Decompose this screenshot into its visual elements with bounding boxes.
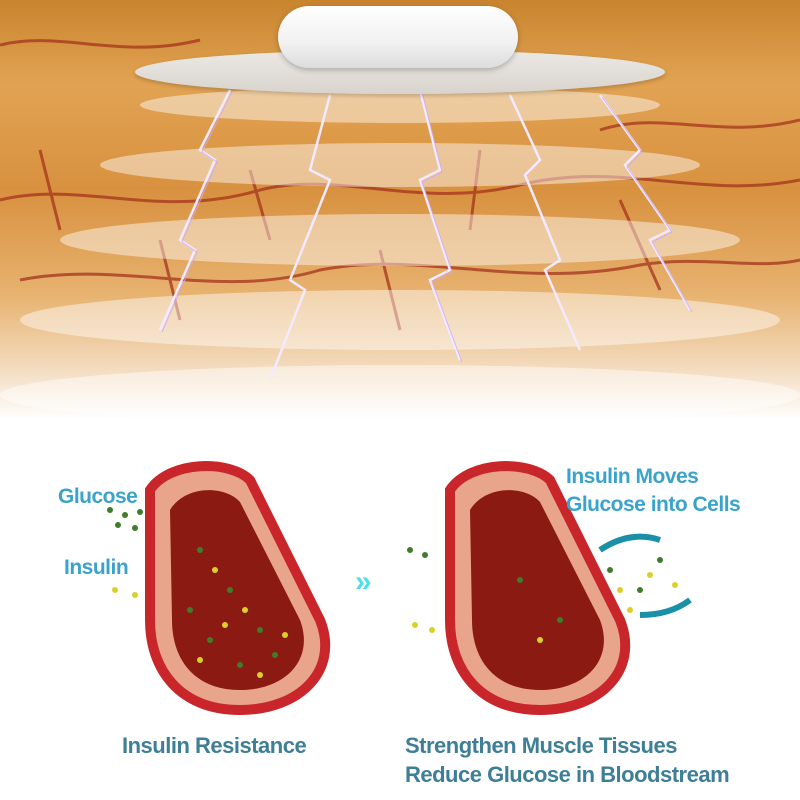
strengthen-caption-line1: Strengthen Muscle Tissues	[405, 733, 677, 758]
double-chevron-right-icon: »	[355, 565, 371, 598]
skin-tissue-illustration	[0, 0, 800, 420]
right-vessel-diagram	[445, 461, 692, 716]
white-device	[278, 6, 518, 68]
insulin-moves-label-line2: Glucose into Cells	[566, 493, 741, 516]
insulin-resistance-caption: Insulin Resistance	[122, 733, 307, 758]
left-vessel-diagram	[145, 461, 331, 716]
insulin-moves-label-line1: Insulin Moves	[566, 465, 699, 488]
vessel-and-pulse-graphics	[0, 38, 800, 381]
glucose-label: Glucose	[58, 485, 138, 508]
strengthen-caption-line2: Reduce Glucose in Bloodstream	[405, 762, 730, 787]
insulin-label: Insulin	[64, 556, 129, 579]
blood-vessel-diagrams	[107, 461, 692, 716]
